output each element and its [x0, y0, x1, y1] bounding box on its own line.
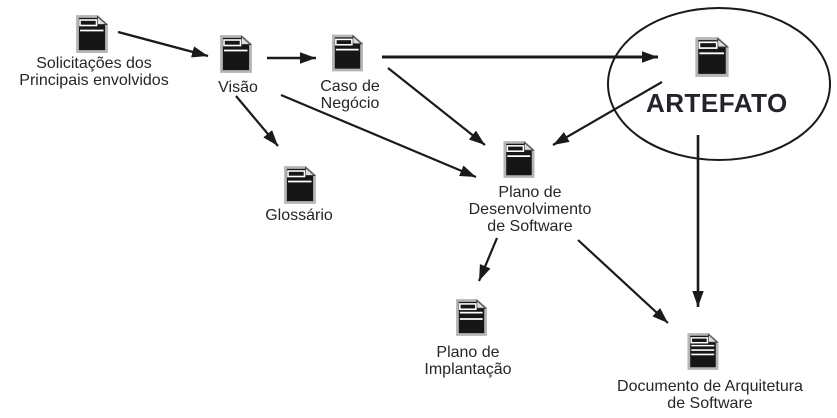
arrow-caso-negocio-to-plano-desenvolvimento: [387, 67, 486, 146]
document-icon-solicitacoes: [76, 15, 108, 53]
label-plano-implantacao: Plano de Implantação: [424, 344, 512, 378]
arrow-visao-to-plano-desenvolvimento: [280, 93, 477, 179]
arrow-visao-to-glossario: [235, 95, 279, 147]
label-glossario: Glossário: [265, 207, 333, 224]
arrow-solicitacoes-to-visao: [117, 30, 209, 58]
document-icon-artefato: [695, 37, 729, 77]
arrow-plano-desenvolvimento-to-documento-arquitetura: [577, 239, 669, 324]
document-icon-documento-arquitetura: [687, 332, 719, 371]
artefato-ellipse: [607, 7, 831, 161]
label-artefato: ARTEFATO: [646, 88, 788, 118]
label-solicitacoes: Solicitações dos Principais envolvidos: [19, 55, 169, 89]
arrow-artefato-to-plano-desenvolvimento: [552, 81, 663, 146]
label-caso-negocio: Caso de Negócio: [320, 78, 380, 112]
document-icon-caso-negocio: [332, 34, 363, 72]
document-icon-glossario: [284, 166, 316, 204]
label-plano-desenvolvimento: Plano de Desenvolvimento de Software: [468, 184, 592, 235]
document-icon-visao: [220, 35, 252, 73]
document-icon-plano-implantacao: [456, 299, 487, 336]
document-icon-plano-desenvolvimento: [503, 141, 535, 178]
arrow-plano-desenvolvimento-to-plano-implantacao: [477, 237, 499, 282]
label-documento-arquitetura: Documento de Arquitetura de Software: [617, 378, 803, 412]
label-visao: Visão: [218, 79, 258, 96]
